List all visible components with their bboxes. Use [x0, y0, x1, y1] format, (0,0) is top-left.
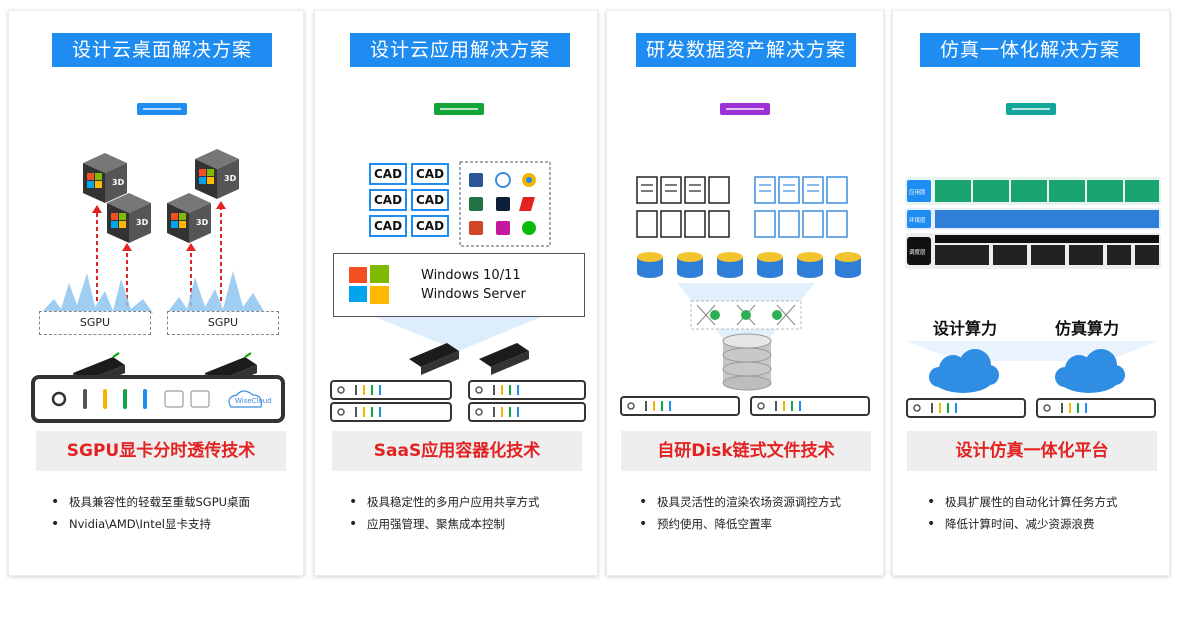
document-icon	[754, 176, 848, 238]
chat-icon	[495, 172, 511, 188]
card-subtitle: 设计仿真一体化平台	[907, 431, 1157, 471]
excel-icon	[469, 197, 483, 211]
gpu-card-icon	[479, 343, 529, 375]
server-unit-icon	[906, 398, 1156, 418]
row-label: 调度层	[909, 248, 926, 256]
data-assets-illustration	[620, 176, 870, 416]
solution-card-app: 设计云应用解决方案 CAD CAD CAD CAD CAD CAD Window…	[314, 10, 598, 576]
card-indicator-bar	[434, 103, 484, 115]
feature-list: 极具稳定性的多用户应用共享方式 应用强管理、聚焦成本控制	[343, 491, 540, 535]
solution-card-desktop: 设计云桌面解决方案 3D 3D 3D	[8, 10, 304, 576]
app-arrow-icon	[496, 221, 510, 235]
platform-stack-diagram: 应用层 环境层 调度层	[905, 177, 1161, 269]
feature-list: 极具兼容性的轻载至重载SGPU桌面 Nvidia\AMD\Intel显卡支持	[45, 491, 250, 535]
os-label: Windows Server	[421, 287, 526, 302]
cube-3d-icon: 3D	[83, 153, 127, 203]
powerpoint-icon	[469, 221, 483, 235]
svg-text:3D: 3D	[112, 178, 125, 187]
cad-app-tile: CAD	[369, 189, 407, 211]
sgpu-label: SGPU	[167, 311, 279, 335]
feature-item: 极具扩展性的自动化计算任务方式	[921, 491, 1118, 513]
row-label: 应用层	[909, 188, 926, 196]
solution-card-simulation: 仿真一体化解决方案 应用层 环境层 调度层 设计算力 仿真算力	[892, 10, 1170, 576]
waveform-icon	[167, 271, 265, 313]
storage-cylinder-icon	[722, 333, 772, 391]
waveform-icon	[41, 273, 153, 313]
card-title: 仿真一体化解决方案	[920, 33, 1140, 67]
feature-item: 极具灵活性的渲染农场资源调控方式	[633, 491, 841, 513]
card-subtitle: SaaS应用容器化技术	[332, 431, 582, 471]
card-title: 研发数据资产解决方案	[636, 33, 856, 67]
windows-logo-icon	[349, 265, 389, 304]
cad-app-tile: CAD	[411, 215, 449, 237]
card-subtitle: 自研Disk链式文件技术	[621, 431, 871, 471]
svg-text:3D: 3D	[196, 218, 209, 227]
compute-clouds-illustration	[906, 341, 1157, 418]
compute-label: 设计算力	[933, 319, 998, 338]
cad-app-tile: CAD	[369, 215, 407, 237]
feature-list: 极具扩展性的自动化计算任务方式 降低计算时间、减少资源浪费	[921, 491, 1118, 535]
card-indicator-bar	[720, 103, 770, 115]
cad-app-tile: CAD	[369, 163, 407, 185]
card-indicator-bar	[137, 103, 187, 115]
gpu-card-icon	[409, 343, 459, 375]
row-label: 环境层	[909, 216, 926, 224]
feature-item: Nvidia\AMD\Intel显卡支持	[45, 513, 250, 535]
server-unit-icon	[620, 396, 870, 416]
wechat-icon	[522, 221, 536, 235]
network-node-icon	[690, 300, 802, 330]
card-subtitle: SGPU显卡分时透传技术	[36, 431, 286, 471]
card-title: 设计云桌面解决方案	[52, 33, 272, 67]
card-indicator-bar	[1006, 103, 1056, 115]
database-icon	[637, 252, 861, 278]
server-unit-icon	[330, 380, 586, 422]
card-title: 设计云应用解决方案	[350, 33, 570, 67]
feature-list: 极具灵活性的渲染农场资源调控方式 预约使用、降低空置率	[633, 491, 841, 535]
cloud-icon	[1055, 349, 1125, 393]
os-box	[333, 253, 585, 317]
document-icon	[636, 176, 730, 238]
word-icon	[469, 173, 483, 187]
feature-item: 极具稳定性的多用户应用共享方式	[343, 491, 540, 513]
feature-item: 应用强管理、聚焦成本控制	[343, 513, 540, 535]
container-servers-illustration	[330, 317, 586, 422]
app-g-icon	[519, 197, 535, 211]
compute-label: 仿真算力	[1055, 319, 1120, 338]
server-brand-label: WiseCloud	[235, 397, 272, 405]
office-apps-grid	[459, 161, 551, 247]
cube-3d-icon: 3D	[167, 193, 211, 243]
cube-3d-icon: 3D	[107, 193, 151, 243]
feature-item: 极具兼容性的轻载至重载SGPU桌面	[45, 491, 250, 513]
cloud-icon	[929, 349, 999, 393]
photoshop-icon	[496, 197, 510, 211]
server-rack-icon: WiseCloud	[31, 375, 285, 423]
sgpu-label: SGPU	[39, 311, 151, 335]
cube-3d-icon: 3D	[195, 149, 239, 199]
os-label: Windows 10/11	[421, 268, 521, 283]
cad-app-tile: CAD	[411, 163, 449, 185]
svg-text:3D: 3D	[224, 174, 237, 183]
cad-app-tile: CAD	[411, 189, 449, 211]
solution-card-data: 研发数据资产解决方案	[606, 10, 884, 576]
feature-item: 降低计算时间、减少资源浪费	[921, 513, 1118, 535]
svg-text:3D: 3D	[136, 218, 149, 227]
desktop-illustration: 3D 3D 3D 3D	[31, 149, 285, 423]
feature-item: 预约使用、降低空置率	[633, 513, 841, 535]
